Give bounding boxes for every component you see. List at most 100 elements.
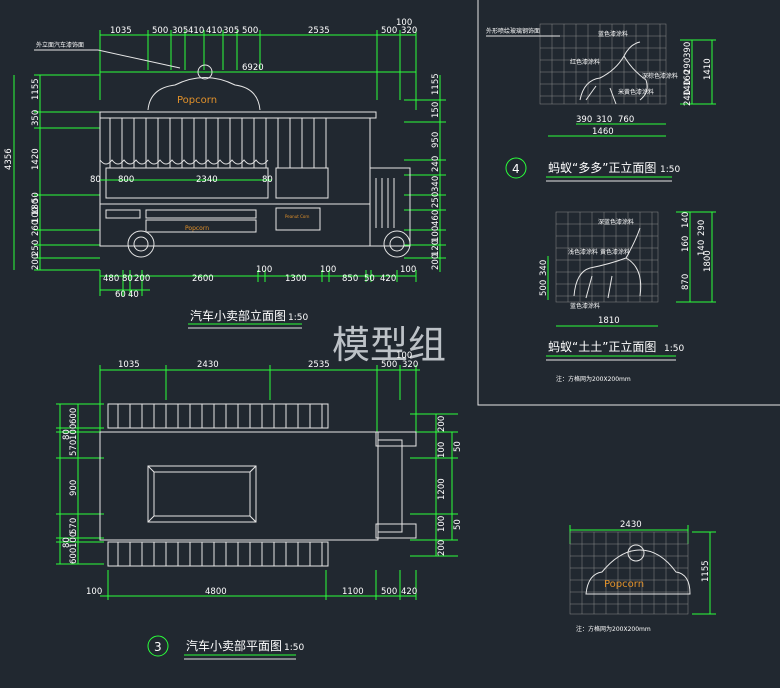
plan-left-dim: 900 — [69, 480, 79, 496]
plan-top-dim: 500 — [381, 360, 397, 370]
duoduo-scale: 1:50 — [660, 165, 680, 175]
tutu-note: 注：方格网为200X200mm — [556, 375, 631, 383]
sign-right-dim: 1155 — [701, 560, 711, 582]
elev-left-dim: 250 — [31, 240, 41, 256]
plan-right-dim-2: 50 — [453, 441, 463, 452]
plan-top-dim: 1035 — [118, 360, 140, 370]
elev-bottom-dim: 420 — [380, 274, 396, 284]
elev-left-dim: 180 — [31, 199, 41, 215]
elev-right-dim: 100 — [431, 226, 441, 242]
plan-view: 1035 2430 2535 100 500 320 600 100 570 9… — [56, 351, 463, 660]
elev-top-dim: 305 — [172, 26, 188, 36]
tutu-left-dim: 500 — [539, 280, 549, 296]
duoduo-label: 深棕色漆涂料 — [642, 72, 678, 80]
elev-bottom-dim: 50 — [364, 274, 375, 284]
tutu-right-dim: 140 — [681, 212, 691, 228]
duoduo-right-dim: 240 — [683, 90, 693, 106]
elev-left-dim: 200 — [31, 254, 41, 270]
elev-left-dim: 100 — [31, 207, 41, 223]
elev-bottom-dim: 2600 — [192, 274, 214, 284]
elev-left-dim: 350 — [31, 110, 41, 126]
elev-bottom-dim-2: 60 — [115, 290, 126, 300]
peanut-corn-sign: Peanut Corn — [285, 214, 310, 219]
plan-left-dim: 570 — [69, 518, 79, 534]
food-truck-elevation: Popcorn — [99, 64, 411, 258]
plan-right-dim: 200 — [437, 540, 447, 556]
elev-top-dim: 410 — [206, 26, 222, 36]
tutu-right-dim: 140 — [697, 240, 707, 256]
duoduo-right-dim: 390 — [683, 42, 693, 58]
plan-right-dim-2: 50 — [453, 519, 463, 530]
plan-top-dim: 2535 — [308, 360, 330, 370]
elev-top-dim: 500 — [242, 26, 258, 36]
tutu-label: 浅色漆涂料 — [568, 248, 598, 256]
duoduo-label: 红色漆涂料 — [570, 58, 600, 66]
duoduo-bottom-dim: 390 — [576, 115, 592, 125]
tutu-label: 深蓝色漆涂料 — [598, 218, 634, 226]
watermark: 模型组 — [332, 323, 446, 367]
elev-top-dim: 500 — [152, 26, 168, 36]
plan-left-dim: 600 — [69, 548, 79, 564]
elev-inner-dim: 80 — [262, 175, 273, 185]
elev-inner-dim: 80 — [90, 175, 101, 185]
elev-bottom-dim: 480 — [103, 274, 119, 284]
ant-duoduo-figure — [579, 41, 648, 105]
ant-tutu-view: 深蓝色漆涂料 浅色漆涂料 黄色漆涂料 蓝色漆涂料 500 340 140 160… — [539, 211, 716, 383]
elev-callout-note: 外立面汽车漆饰面 — [36, 41, 84, 49]
plan-left-dim: 100 — [69, 532, 79, 548]
tutu-label: 蓝色漆涂料 — [570, 302, 600, 310]
popcorn-sign: Popcorn — [177, 95, 217, 106]
elev-right-dim: 950 — [431, 132, 441, 148]
elev-overall-width: 6920 — [242, 63, 264, 73]
ant-duoduo-view: 外形喷绘玻璃钢饰面 蓝色漆涂料 红色漆涂料 深棕色漆涂料 米黄色漆涂料 390 … — [486, 23, 716, 182]
duoduo-bottom-dim: 1460 — [592, 127, 614, 137]
elev-top-dim-extra: 100 — [396, 18, 412, 28]
plan-left-dim: 100 — [69, 424, 79, 440]
elev-bottom-dim: 100 — [256, 265, 272, 275]
duoduo-right-dim: 290 — [683, 58, 693, 74]
elevation-view: 1035 500 305 410 410 305 500 2535 500 32… — [4, 18, 446, 329]
tutu-label: 黄色漆涂料 — [600, 248, 630, 256]
elev-right-dim: 250 — [431, 192, 441, 208]
food-truck-plan — [99, 403, 417, 567]
plan-right-dim: 100 — [437, 516, 447, 532]
elev-right-dim: 120 — [431, 240, 441, 256]
plan-left-dim: 570 — [69, 440, 79, 456]
grid-tutu — [555, 211, 659, 303]
sign-detail-view: 2430 Popcorn 1155 注：方格网为200X200mm — [569, 520, 716, 633]
grid-duoduo — [539, 23, 667, 105]
duoduo-caption: 蚂蚁“多多”正立面图 — [548, 160, 656, 175]
duoduo-label: 蓝色漆涂料 — [598, 30, 628, 38]
sign-top-dim: 2430 — [620, 520, 642, 530]
duoduo-bottom-dim: 760 — [618, 115, 634, 125]
plan-top-dim: 2430 — [197, 360, 219, 370]
elev-top-dim: 500 — [381, 26, 397, 36]
duoduo-number: 4 — [512, 162, 520, 176]
plan-right-dim: 1200 — [437, 478, 447, 500]
plan-right-dim: 200 — [437, 416, 447, 432]
elev-right-dim: 150 — [431, 102, 441, 118]
grid-sign — [569, 531, 689, 615]
elev-bottom-dim-2: 40 — [128, 290, 139, 300]
elev-left-dim: 1155 — [31, 78, 41, 100]
duoduo-label: 外形喷绘玻璃钢饰面 — [486, 27, 540, 35]
elev-top-dim: 2535 — [308, 26, 330, 36]
plan-bottom-dim: 100 — [86, 587, 102, 597]
elev-bottom-dim: 850 — [342, 274, 358, 284]
tutu-left-dim: 340 — [539, 260, 549, 276]
elev-right-dim: 1155 — [431, 73, 441, 95]
panel-popcorn-sign: Popcorn — [185, 225, 209, 232]
elev-right-dim: 460 — [431, 210, 441, 226]
elev-top-dim: 1035 — [110, 26, 132, 36]
elev-left-dim: 50 — [31, 192, 41, 203]
plan-right-dim: 100 — [437, 442, 447, 458]
plan-bottom-dim: 420 — [401, 587, 417, 597]
elev-top-dim: 410 — [188, 26, 204, 36]
tutu-right-dim: 1800 — [703, 250, 713, 272]
plan-top-dim: 320 — [402, 360, 418, 370]
elev-bottom-dim: 100 — [400, 265, 416, 275]
elev-top-dim: 320 — [401, 26, 417, 36]
plan-left-dim-2: 80 — [62, 429, 72, 440]
elev-bottom-dim: 80 — [122, 274, 133, 284]
tutu-right-dim: 160 — [681, 236, 691, 252]
